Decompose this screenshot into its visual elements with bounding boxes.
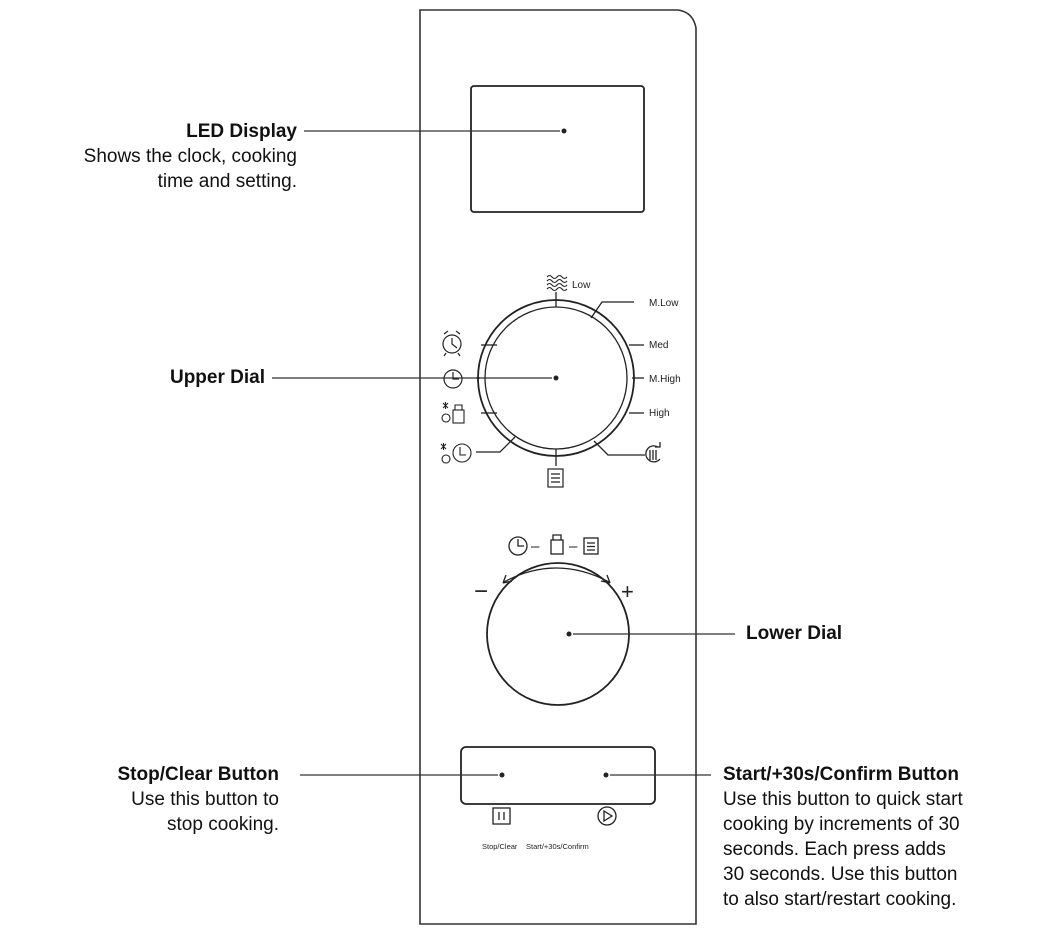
- lower-dial-clock-icon: [508, 536, 528, 556]
- lower-dial-title: Lower Dial: [746, 623, 843, 644]
- power-med-label: Med: [649, 340, 668, 351]
- lower-dial-center-dot: [566, 631, 572, 637]
- power-low-label: Low: [572, 280, 591, 291]
- upper-dial-ticks: [476, 292, 645, 466]
- led-display-dot: [561, 128, 567, 134]
- start-confirm-button-label: Start/+30s/Confirm: [526, 842, 589, 851]
- microwave-waves-icon: [546, 274, 568, 292]
- start-confirm-description: Use this button to quick start cooking b…: [723, 789, 963, 910]
- control-panel-outline: [419, 9, 697, 925]
- lower-dial-callout: Lower Dial: [746, 621, 996, 646]
- stop-clear-description: Use this button to stop cooking.: [131, 789, 279, 835]
- sequence-separator-2: –: [569, 538, 578, 555]
- led-display-callout: LED Display Shows the clock, cooking tim…: [0, 119, 297, 194]
- led-display-description: Shows the clock, cooking time and settin…: [83, 146, 297, 192]
- alarm-clock-icon: [442, 330, 462, 357]
- upper-dial-center-dot: [553, 375, 559, 381]
- led-display: [470, 85, 645, 213]
- clock-icon: [443, 369, 463, 389]
- start-confirm-button[interactable]: [603, 772, 609, 778]
- weight-icon: [550, 534, 564, 555]
- start-confirm-title: Start/+30s/Confirm Button: [723, 764, 959, 785]
- defrost-time-icon: [440, 443, 472, 464]
- start-confirm-callout: Start/+30s/Confirm Button Use this butto…: [723, 762, 1043, 912]
- stop-clear-button[interactable]: [499, 772, 505, 778]
- sequence-separator-1: –: [531, 538, 540, 555]
- stop-clear-callout: Stop/Clear Button Use this button to sto…: [0, 762, 280, 837]
- lower-dial-menu-icon: [583, 537, 599, 555]
- minus-sign: −: [474, 578, 488, 605]
- menu-icon: [547, 468, 564, 488]
- stop-clear-title: Stop/Clear Button: [117, 764, 280, 785]
- upper-dial-title: Upper Dial: [169, 367, 265, 388]
- power-m-low-label: M.Low: [649, 298, 679, 309]
- plus-sign: +: [621, 579, 634, 604]
- defrost-weight-icon: [441, 402, 465, 424]
- power-high-label: High: [649, 408, 670, 419]
- combination-icon: [645, 442, 661, 463]
- play-icon: [597, 806, 617, 826]
- pause-icon: [492, 807, 511, 825]
- led-display-title: LED Display: [186, 121, 297, 142]
- power-m-high-label: M.High: [649, 374, 681, 385]
- stop-clear-button-label: Stop/Clear: [482, 842, 518, 851]
- upper-dial-callout: Upper Dial: [0, 365, 265, 390]
